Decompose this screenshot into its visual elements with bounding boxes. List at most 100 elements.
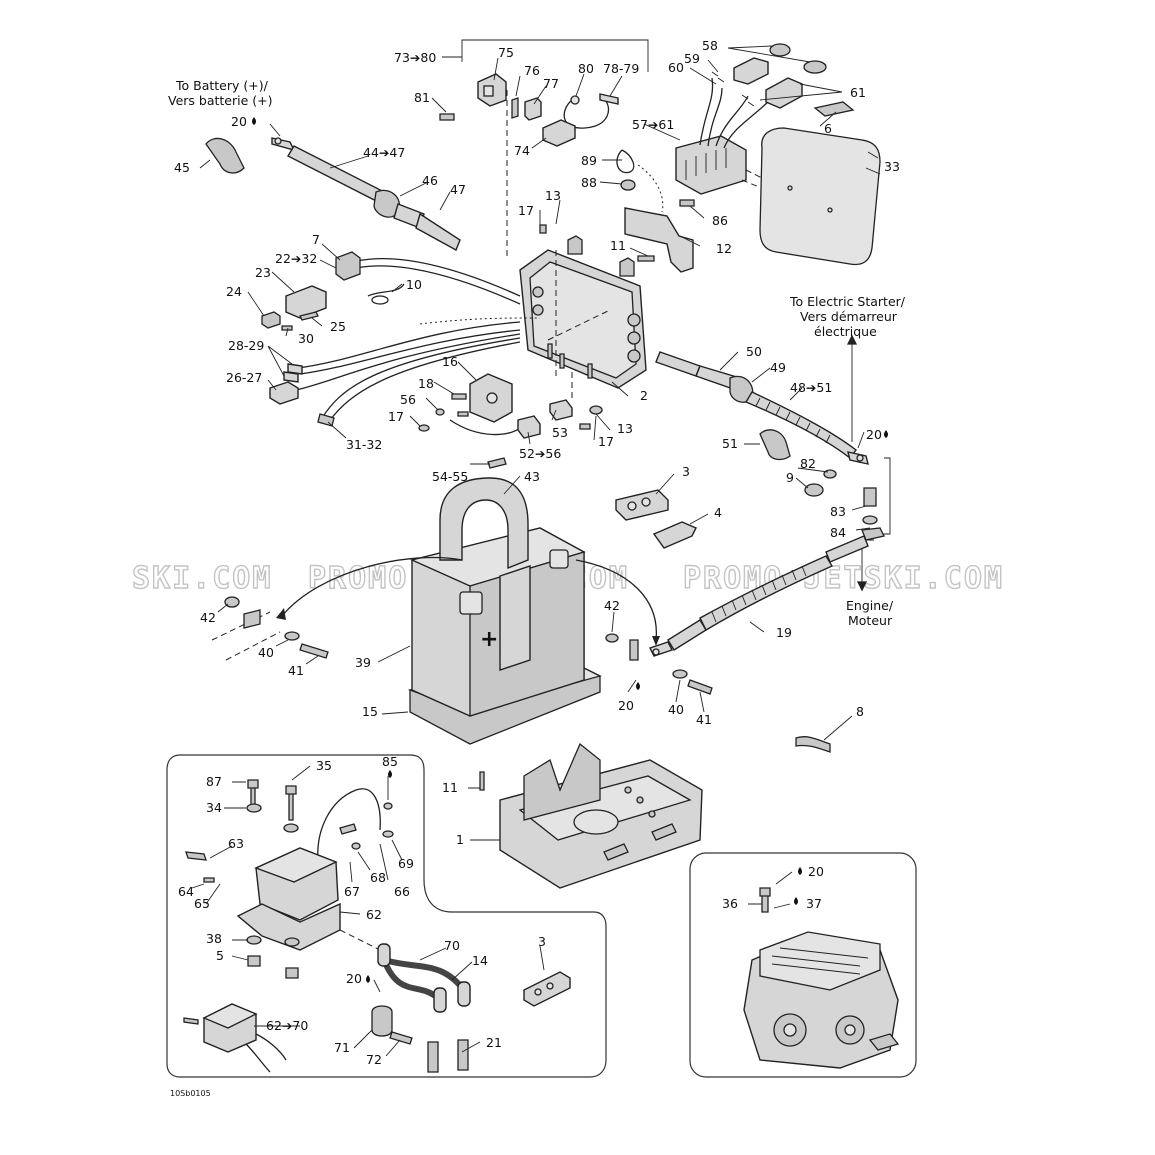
callout-25: 25 <box>330 319 346 334</box>
note-starter-line1: To Electric Starter/ <box>789 294 906 309</box>
callout-67: 67 <box>344 884 360 899</box>
callout-66: 66 <box>394 884 410 899</box>
callout-13-top: 13 <box>545 188 561 203</box>
callout-6: 6 <box>824 121 832 136</box>
callout-63: 63 <box>228 836 244 851</box>
callout-11-top: 11 <box>610 238 626 253</box>
callout-43: 43 <box>524 469 540 484</box>
electrical-box-2 <box>519 224 647 400</box>
cable-19 <box>605 527 885 753</box>
callout-59: 59 <box>684 51 700 66</box>
clip-3-top <box>615 489 669 521</box>
note-battery-line2: Vers batterie (+) <box>168 93 273 108</box>
callout-58: 58 <box>702 38 718 53</box>
callout-76: 76 <box>524 63 540 78</box>
callout-85: 85 <box>382 754 398 769</box>
battery-cable-44-47 <box>205 137 461 251</box>
callout-45: 45 <box>174 160 190 175</box>
callout-30: 30 <box>298 331 314 346</box>
callout-33: 33 <box>884 159 900 174</box>
callout-3-bottom: 3 <box>538 934 546 949</box>
callout-86: 86 <box>712 213 728 228</box>
callout-20-right: 20 <box>866 427 882 442</box>
callout-42-left: 42 <box>200 610 216 625</box>
callout-5: 5 <box>216 948 224 963</box>
engine-inset <box>743 887 900 1069</box>
voltage-regulator-group <box>675 43 855 213</box>
callout-41-left: 41 <box>288 663 304 678</box>
callout-16: 16 <box>442 354 458 369</box>
battery-plus-sign: + <box>480 627 498 652</box>
callout-37: 37 <box>806 896 822 911</box>
callout-38: 38 <box>206 931 222 946</box>
callout-52-56: 52➔56 <box>519 446 561 461</box>
callout-39: 39 <box>355 655 371 670</box>
callout-48-51: 48➔51 <box>790 380 832 395</box>
callout-17-right: 17 <box>598 434 614 449</box>
note-engine-line2: Moteur <box>848 613 893 628</box>
callout-22-32: 22➔32 <box>275 251 317 266</box>
callout-20-inset: 20 <box>346 971 362 986</box>
inset-engine <box>689 852 917 1078</box>
callout-50: 50 <box>746 344 762 359</box>
cover-33 <box>759 127 881 266</box>
callout-14: 14 <box>472 953 488 968</box>
callout-57-61: 57➔61 <box>632 117 674 132</box>
callout-47: 47 <box>450 182 466 197</box>
callout-69: 69 <box>398 856 414 871</box>
callout-20-engine: 20 <box>808 864 824 879</box>
callout-8: 8 <box>856 704 864 719</box>
callout-89: 89 <box>581 153 597 168</box>
inset-ignition <box>166 754 607 1078</box>
ignition-wires-70 <box>371 943 471 1073</box>
callout-21: 21 <box>486 1035 502 1050</box>
range-label-73-80: 73➔80 <box>394 50 436 65</box>
callout-11-bottom: 11 <box>442 780 458 795</box>
drawing-code: 10Sb0105 <box>170 1089 211 1098</box>
callout-15: 15 <box>362 704 378 719</box>
callout-23: 23 <box>255 265 271 280</box>
callout-61: 61 <box>850 85 866 100</box>
callout-83: 83 <box>830 504 846 519</box>
callout-20-top: 20 <box>231 114 247 129</box>
callout-28-29: 28-29 <box>228 338 264 353</box>
callout-82: 82 <box>800 456 816 471</box>
watermark-left: SKI.COM <box>132 561 272 596</box>
callout-17-top: 17 <box>518 203 534 218</box>
clip-3-bottom <box>523 971 571 1007</box>
solenoid-16 <box>418 373 603 469</box>
callout-64: 64 <box>178 884 194 899</box>
callout-87: 87 <box>206 774 222 789</box>
callout-31-32: 31-32 <box>346 437 382 452</box>
callout-74: 74 <box>514 143 530 158</box>
watermark-right: PROMO-JETSKI.COM <box>683 561 1004 596</box>
callout-51: 51 <box>722 436 738 451</box>
battery-support-1 <box>479 742 703 889</box>
callout-71: 71 <box>334 1040 350 1055</box>
callout-42-right: 42 <box>604 598 620 613</box>
callout-40-left: 40 <box>258 645 274 660</box>
callout-72: 72 <box>366 1052 382 1067</box>
battery-assembly: + <box>211 477 660 745</box>
wiring-harness-22-32 <box>261 251 541 427</box>
lubricant-drop-icons <box>252 117 888 983</box>
callout-9: 9 <box>786 470 794 485</box>
callout-7: 7 <box>312 232 320 247</box>
notes: To Battery (+)/ Vers batterie (+) To Ele… <box>168 50 906 1098</box>
coil-small-62-70 <box>183 1003 287 1073</box>
callout-80: 80 <box>578 61 594 76</box>
ignition-coil-group <box>185 779 394 979</box>
callout-18: 18 <box>418 376 434 391</box>
callout-2: 2 <box>640 388 648 403</box>
callout-81: 81 <box>414 90 430 105</box>
callout-numbers: 75 76 77 80 78-79 81 74 58 59 60 61 57➔6… <box>174 38 900 1067</box>
clip-4 <box>652 521 697 549</box>
callout-40-right: 40 <box>668 702 684 717</box>
callout-3-top: 3 <box>682 464 690 479</box>
callout-68: 68 <box>370 870 386 885</box>
callout-24: 24 <box>226 284 242 299</box>
callout-10: 10 <box>406 277 422 292</box>
callout-35: 35 <box>316 758 332 773</box>
callout-44-47: 44➔47 <box>363 145 405 160</box>
